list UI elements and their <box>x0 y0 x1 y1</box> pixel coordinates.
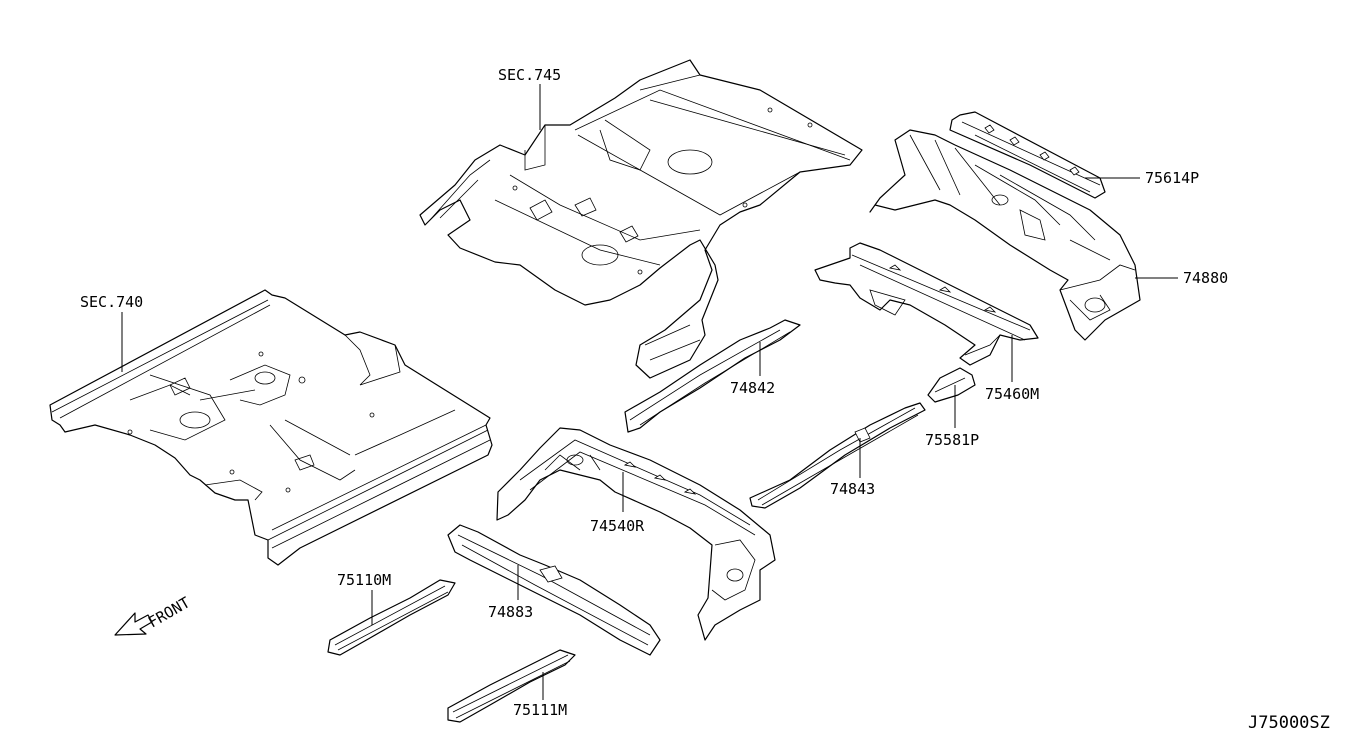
part-75460M[interactable] <box>814 242 1039 366</box>
label-74883: 74883 <box>488 603 533 621</box>
label-75110M: 75110M <box>337 571 391 589</box>
label-74843: 74843 <box>830 480 875 498</box>
label-75111M: 75111M <box>513 701 567 719</box>
label-74842: 74842 <box>730 379 775 397</box>
part-74843[interactable] <box>749 402 926 509</box>
part-74540R[interactable] <box>496 427 776 641</box>
label-sec-740: SEC.740 <box>80 293 143 311</box>
label-75581P: 75581P <box>925 431 979 449</box>
part-75111M[interactable] <box>447 649 576 723</box>
leader-lines <box>121 84 1178 700</box>
label-front: FRONT <box>145 593 193 631</box>
rear-floor-panel[interactable] <box>419 59 863 379</box>
label-74880: 74880 <box>1183 269 1228 287</box>
front-arrow-icon <box>114 612 153 636</box>
diagram-code: J75000SZ <box>1248 713 1330 733</box>
part-74883[interactable] <box>447 524 661 656</box>
label-75614P: 75614P <box>1145 169 1199 187</box>
front-floor-panel[interactable] <box>49 289 493 566</box>
label-sec-745: SEC.745 <box>498 66 561 84</box>
part-74842[interactable] <box>624 319 801 433</box>
part-75581P[interactable] <box>927 367 976 403</box>
label-74540R: 74540R <box>590 517 645 535</box>
part-75614P[interactable] <box>949 111 1106 199</box>
part-74880[interactable] <box>869 129 1141 341</box>
label-75460M: 75460M <box>985 385 1039 403</box>
part-75110M[interactable] <box>327 579 456 656</box>
